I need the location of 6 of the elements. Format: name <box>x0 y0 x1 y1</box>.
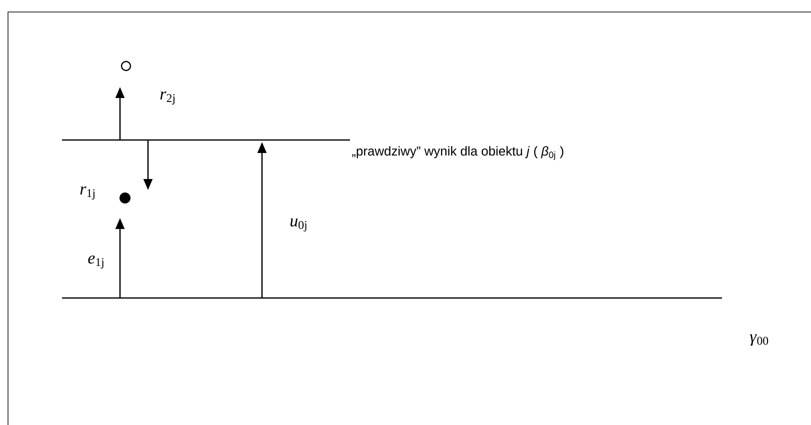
label-text: r$_{1j}$ <box>80 186 94 200</box>
label-text: e$_{1j}$ <box>88 255 104 269</box>
label-text: r$_{2j}$ <box>160 91 174 105</box>
label-text: u$_{0j}$ <box>290 218 306 232</box>
label-text: γ$_{00}$ <box>750 334 768 346</box>
label-text: „prawdziwy” wynik dla obiektu j ( β$_{0j}$ ) <box>352 146 564 160</box>
